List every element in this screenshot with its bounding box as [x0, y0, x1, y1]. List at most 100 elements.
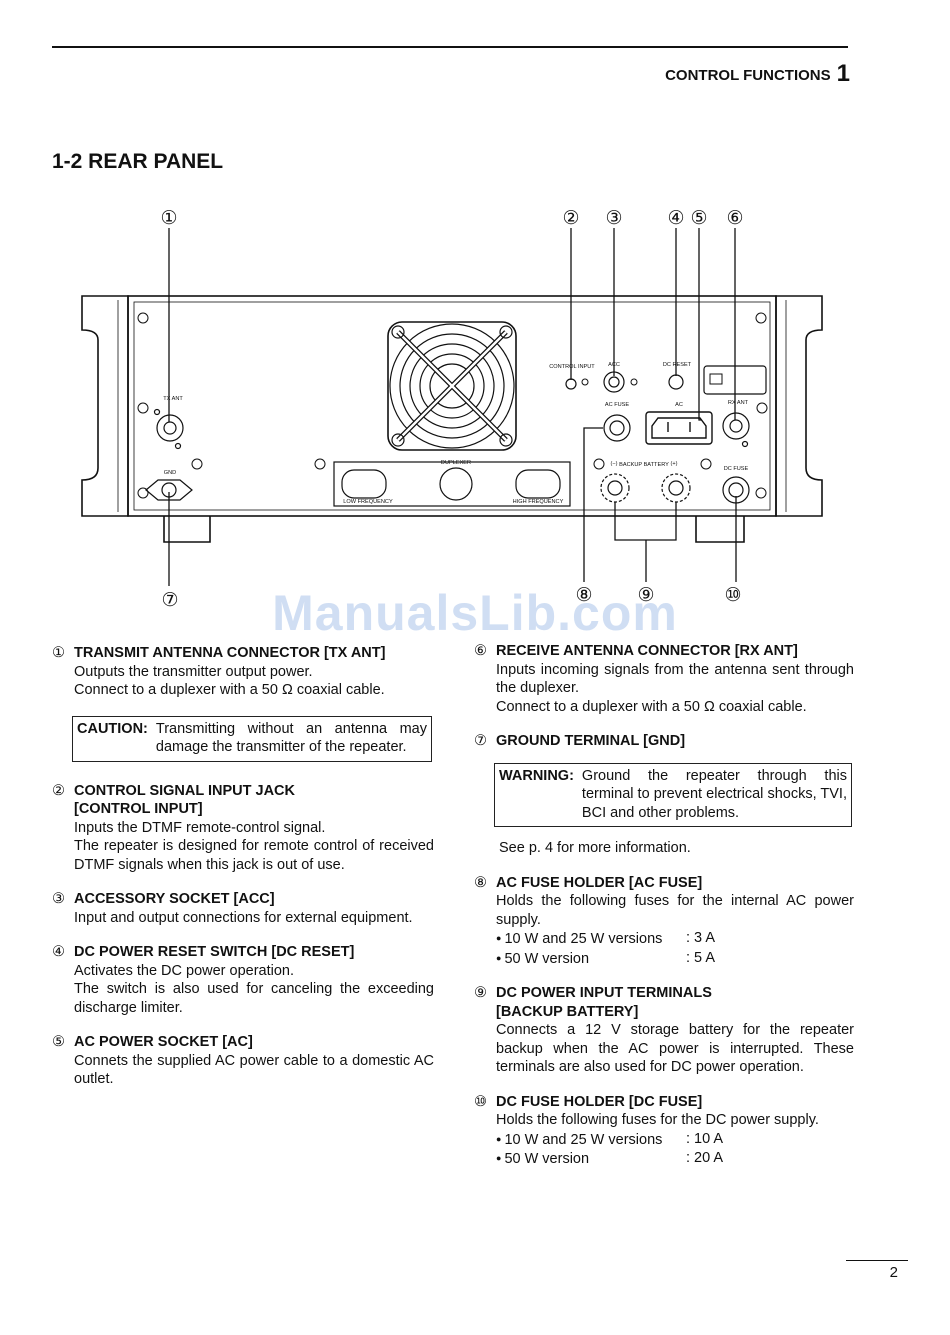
label-minus: (−) — [611, 461, 618, 467]
tx-ant-connector — [153, 408, 184, 450]
item-backup-battery: ⑨ DC POWER INPUT TERMINALS [BACKUP BATTER… — [474, 984, 854, 1077]
top-rule — [52, 46, 848, 48]
warning-box: WARNING: Ground the repeater through thi… — [494, 762, 852, 827]
label-gnd: GND — [164, 470, 176, 476]
callout-8: ⑧ — [575, 585, 592, 606]
warning-label: WARNING: — [499, 767, 574, 784]
item-number: ① — [52, 645, 65, 661]
caution-box: CAUTION: Transmitting without an antenna… — [72, 715, 432, 762]
item-text: Outputs the transmitter output power. — [74, 663, 313, 680]
item-acc: ③ ACCESSORY SOCKET [ACC] Input and output… — [52, 890, 434, 927]
warning-text: Ground the repeater through this termina… — [581, 767, 847, 821]
section-title: 1-2 REAR PANEL — [52, 150, 224, 173]
header-chapter: 1 — [836, 60, 850, 87]
item-title: ACCESSORY SOCKET [ACC] — [74, 891, 275, 907]
duplexer-ports — [333, 461, 571, 507]
item-title: DC POWER INPUT TERMINALS — [496, 985, 712, 1001]
label-dc-fuse: DC FUSE — [724, 466, 749, 472]
label-dc-reset: DC RESET — [663, 362, 692, 368]
item-number: ② — [52, 782, 65, 799]
label-backup-battery: BACKUP BATTERY — [619, 462, 669, 468]
item-number: ⑥ — [474, 643, 487, 659]
label-duplexer: DUPLEXER — [441, 460, 471, 466]
page-number-rule — [846, 1260, 908, 1261]
chassis — [81, 295, 823, 543]
callout-6: ⑥ — [726, 208, 743, 229]
label-control-input: CONTROL INPUT — [549, 364, 595, 370]
item-ac-socket: ⑤ AC POWER SOCKET [AC] Connets the suppli… — [52, 1033, 434, 1089]
item-control-input: ② CONTROL SIGNAL INPUT JACK [CONTROL INPU… — [52, 782, 434, 875]
fuse-value: : 3 A — [686, 930, 716, 946]
item-dc-fuse: ⑩ DC FUSE HOLDER [DC FUSE] Holds the foll… — [474, 1093, 854, 1169]
item-title: DC POWER RESET SWITCH [DC RESET] — [74, 944, 355, 960]
item-number: ⑩ — [474, 1093, 487, 1110]
item-title: RECEIVE ANTENNA CONNECTOR [RX ANT] — [496, 643, 798, 659]
callout-7: ⑦ — [161, 590, 178, 611]
callout-1: ① — [160, 208, 177, 229]
right-column: ⑥ RECEIVE ANTENNA CONNECTOR [RX ANT] Inpu… — [474, 642, 854, 1185]
item-subtitle: [CONTROL INPUT] — [74, 801, 203, 817]
item-text: Holds the following fuses for the DC pow… — [496, 1112, 819, 1128]
see-page-note: See p. 4 for more information. — [499, 840, 691, 856]
item-text: Connect to a duplexer with a 50 Ω coaxia… — [496, 698, 807, 715]
label-tx-ant: TX ANT — [163, 396, 183, 402]
label-ac: AC — [675, 402, 683, 408]
item-dc-reset: ④ DC POWER RESET SWITCH [DC RESET] Activa… — [52, 943, 434, 1017]
fuse-row: 50 W version: 5 A — [496, 949, 854, 969]
item-text: Activates the DC power operation. — [74, 962, 295, 979]
item-title: TRANSMIT ANTENNA CONNECTOR [TX ANT] — [74, 645, 386, 661]
fuse-row: 50 W version: 20 A — [496, 1149, 854, 1169]
label-rx-ant: RX ANT — [728, 400, 749, 406]
item-title: DC FUSE HOLDER [DC FUSE] — [496, 1093, 703, 1110]
caution-label: CAUTION: — [77, 720, 148, 737]
callout-3: ③ — [605, 208, 622, 229]
label-high-frequency: HIGH FREQUENCY — [513, 499, 564, 505]
ac-power-socket — [645, 411, 713, 445]
fuse-row: 10 W and 25 W versions: 10 A — [496, 1130, 854, 1150]
item-tx-ant: ① TRANSMIT ANTENNA CONNECTOR [TX ANT] Out… — [52, 644, 434, 700]
label-ac-fuse: AC FUSE — [605, 402, 630, 408]
item-text: The repeater is designed for remote cont… — [74, 838, 434, 873]
cooling-fan — [387, 321, 517, 451]
item-text: Connects a 12 V storage battery for the … — [496, 1022, 854, 1075]
fuse-version: 50 W version — [496, 949, 686, 969]
screws — [137, 312, 768, 499]
page-number: 2 — [889, 1264, 898, 1281]
watermark: ManualsLib.com — [272, 585, 678, 641]
callout-2: ② — [562, 208, 579, 229]
leader-lines — [168, 228, 737, 586]
backup-battery-terminals — [600, 473, 691, 503]
item-number: ⑤ — [52, 1034, 65, 1050]
item-rx-ant: ⑥ RECEIVE ANTENNA CONNECTOR [RX ANT] Inpu… — [474, 642, 854, 716]
item-text: Inputs incoming signals from the antenna… — [496, 661, 854, 697]
item-subtitle: [BACKUP BATTERY] — [496, 1003, 639, 1020]
item-number: ④ — [52, 944, 65, 960]
fuse-version: 10 W and 25 W versions — [496, 929, 686, 949]
item-title: AC FUSE HOLDER [AC FUSE] — [496, 874, 703, 891]
label-plus: (+) — [671, 461, 678, 467]
item-number: ⑧ — [474, 874, 487, 891]
item-text: Holds the following fuses for the intern… — [496, 893, 854, 928]
item-title: CONTROL SIGNAL INPUT JACK — [74, 782, 296, 799]
label-acc: ACC — [608, 362, 620, 368]
item-number: ⑨ — [474, 985, 487, 1001]
item-text: Input and output connections for externa… — [74, 909, 413, 926]
fuse-value: : 20 A — [686, 1150, 724, 1166]
item-text: Connect to a duplexer with a 50 Ω coaxia… — [74, 682, 385, 698]
callout-4: ④ — [667, 208, 684, 229]
fuse-row: 10 W and 25 W versions: 3 A — [496, 929, 854, 949]
item-ac-fuse: ⑧ AC FUSE HOLDER [AC FUSE] Holds the foll… — [474, 874, 854, 969]
item-number: ③ — [52, 891, 65, 907]
item-text: Connets the supplied AC power cable to a… — [74, 1052, 434, 1088]
rx-ant-connector — [722, 412, 750, 448]
label-low-frequency: LOW FREQUENCY — [343, 499, 393, 505]
fuse-value: : 5 A — [686, 949, 716, 966]
callout-5: ⑤ — [690, 208, 707, 229]
fuse-version: 10 W and 25 W versions — [496, 1130, 686, 1150]
dc-reset-switch — [668, 374, 684, 390]
left-column: ① TRANSMIT ANTENNA CONNECTOR [TX ANT] Out… — [52, 644, 434, 1105]
callout-10: ⑩ — [724, 585, 741, 606]
header-section: CONTROL FUNCTIONS — [665, 67, 831, 84]
item-title: AC POWER SOCKET [AC] — [74, 1034, 253, 1050]
